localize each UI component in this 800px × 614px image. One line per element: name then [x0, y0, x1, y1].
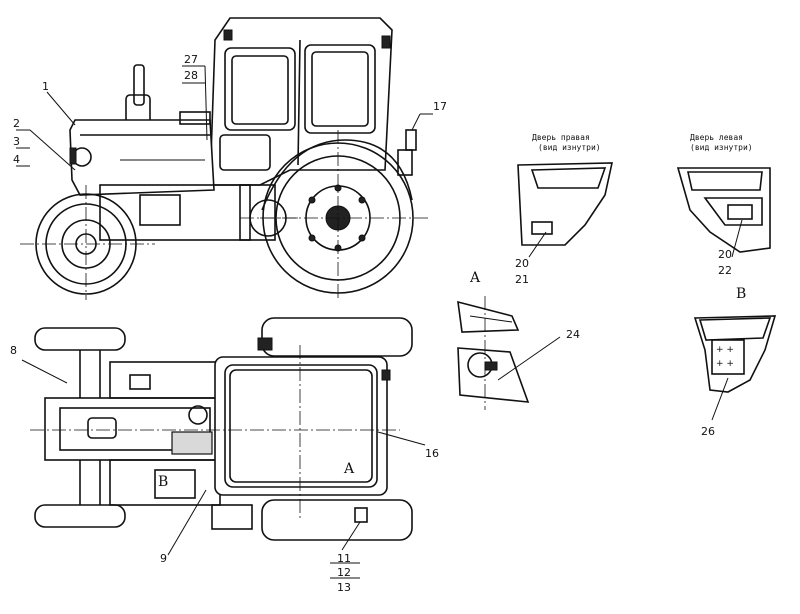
callout-12: 12 — [337, 566, 351, 579]
callout-20-left-door: 20 — [718, 248, 732, 261]
callout-24: 24 — [566, 328, 580, 341]
right-door-caption-line2: (вид изнутри) — [538, 143, 601, 152]
engine-block — [99, 184, 251, 241]
svg-text:+ +: + + — [716, 359, 734, 369]
view-a-title: A — [470, 270, 481, 286]
svg-text:+ +: + + — [716, 345, 734, 355]
right-door-caption-line1: Дверь правая — [532, 133, 590, 142]
callout-22: 22 — [718, 264, 732, 277]
front-wheel-left-top — [34, 327, 126, 351]
right-door-view — [517, 162, 613, 258]
left-door-view — [676, 167, 771, 258]
cab-roof — [214, 356, 388, 496]
view-b-sticker — [711, 339, 745, 375]
right-door-panel — [517, 162, 613, 246]
beacon-lamp — [179, 111, 211, 125]
hood — [69, 119, 215, 196]
view-b-detail: + + + + — [693, 315, 777, 421]
callout-16: 16 — [425, 447, 439, 460]
exhaust-pipe — [133, 64, 145, 106]
rear-wheel-left-top — [261, 317, 413, 357]
rear-wheel-right-top — [261, 499, 413, 541]
callout-17: 17 — [433, 100, 447, 113]
view-b-marker: B — [158, 474, 169, 490]
callout-28: 28 — [184, 69, 198, 82]
left-door-sticker — [727, 204, 753, 220]
right-door-sticker — [531, 221, 553, 235]
cab-body — [209, 17, 393, 186]
tractor-side-view — [16, 17, 433, 300]
left-door-caption-line1: Дверь левая — [690, 133, 743, 142]
rear-sticker-box — [354, 507, 368, 523]
callout-27: 27 — [184, 53, 198, 66]
rear-lamp — [405, 129, 417, 151]
view-b-title: B — [736, 286, 747, 302]
tractor-top-view — [21, 317, 426, 579]
callout-4: 4 — [13, 153, 20, 166]
view-b-panel — [693, 315, 777, 393]
callout-1: 1 — [42, 80, 49, 93]
callout-13: 13 — [337, 581, 351, 594]
cab-front-window — [224, 47, 296, 131]
callout-9: 9 — [160, 552, 167, 565]
view-a-lower-part — [457, 347, 530, 403]
cab-lower-window — [219, 134, 271, 171]
callout-11: 11 — [337, 552, 351, 565]
front-wheel-right-top — [34, 504, 126, 528]
callout-2: 2 — [13, 117, 20, 130]
view-a-detail — [457, 296, 561, 410]
callout-8: 8 — [10, 344, 17, 357]
left-door-caption-line2: (вид изнутри) — [690, 143, 753, 152]
step — [211, 504, 253, 530]
callout-3: 3 — [13, 135, 20, 148]
callout-26: 26 — [701, 425, 715, 438]
cab-door-window — [304, 44, 376, 134]
callout-20-right-door: 20 — [515, 257, 529, 270]
view-a-upper-part — [457, 300, 520, 333]
callout-21: 21 — [515, 273, 529, 286]
view-a-marker: A — [344, 461, 355, 477]
left-door-panel — [676, 167, 771, 253]
